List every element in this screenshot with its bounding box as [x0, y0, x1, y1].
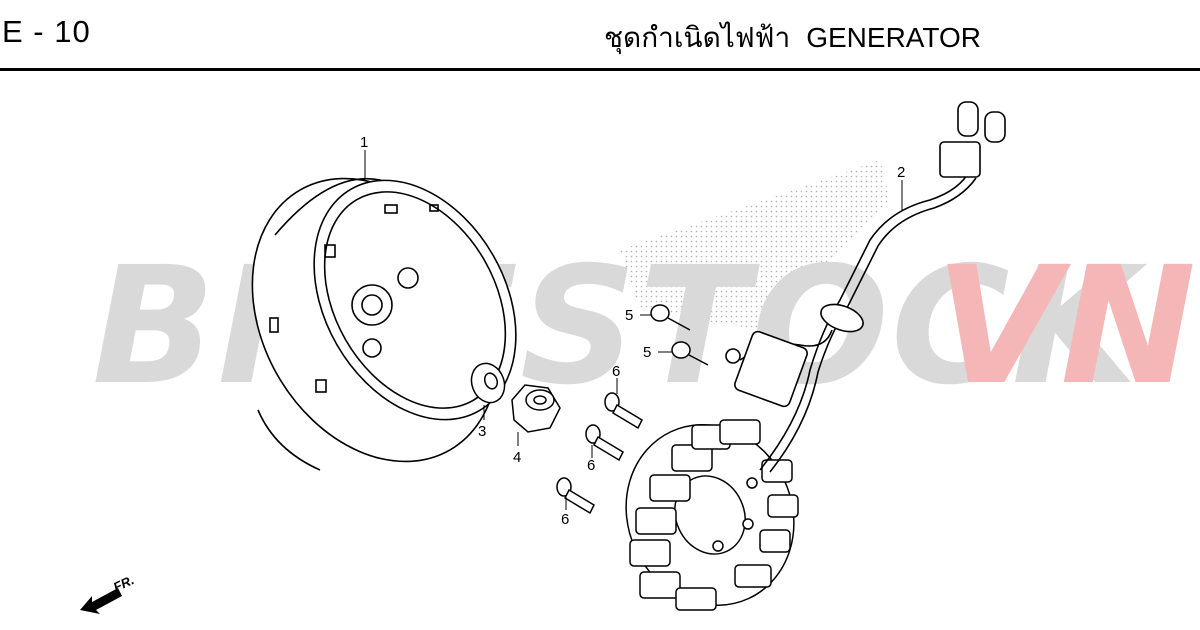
callout-3: 3 — [478, 423, 486, 440]
page-title: ชุดกำเนิดไฟฟ้า GENERATOR — [604, 16, 981, 60]
page-header: E - 10 ชุดกำเนิดไฟฟ้า GENERATOR — [0, 0, 1200, 71]
stator-part[interactable] — [597, 397, 823, 630]
front-label: FR. — [111, 572, 136, 594]
watermark-accent: VN — [935, 233, 1196, 421]
callout-6c: 6 — [561, 511, 569, 528]
callout-1: 1 — [360, 134, 368, 151]
harness-part[interactable] — [725, 101, 1006, 473]
title-english: GENERATOR — [806, 22, 981, 53]
callout-4: 4 — [513, 449, 521, 466]
title-thai: ชุดกำเนิดไฟฟ้า — [604, 22, 791, 53]
callouts: 1 2 3 4 5 5 6 6 6 — [360, 134, 905, 528]
callout-2: 2 — [897, 164, 905, 181]
callout-5a: 5 — [625, 307, 633, 324]
leader-lines — [364, 150, 903, 510]
watermark: BIKESTOCK VN — [92, 233, 1196, 421]
callout-5b: 5 — [643, 344, 651, 361]
callout-6a: 6 — [612, 363, 620, 380]
flywheel-part[interactable] — [203, 134, 557, 506]
callout-6b: 6 — [587, 457, 595, 474]
washer-part[interactable] — [466, 359, 510, 408]
nut-part[interactable] — [511, 384, 561, 433]
bolt-parts[interactable] — [556, 392, 643, 515]
front-arrow-icon: FR. — [80, 572, 136, 614]
stipple-shadow — [620, 160, 890, 330]
page-code: E - 10 — [2, 14, 91, 49]
header-rule — [0, 68, 1200, 71]
screw-parts[interactable] — [650, 304, 709, 366]
